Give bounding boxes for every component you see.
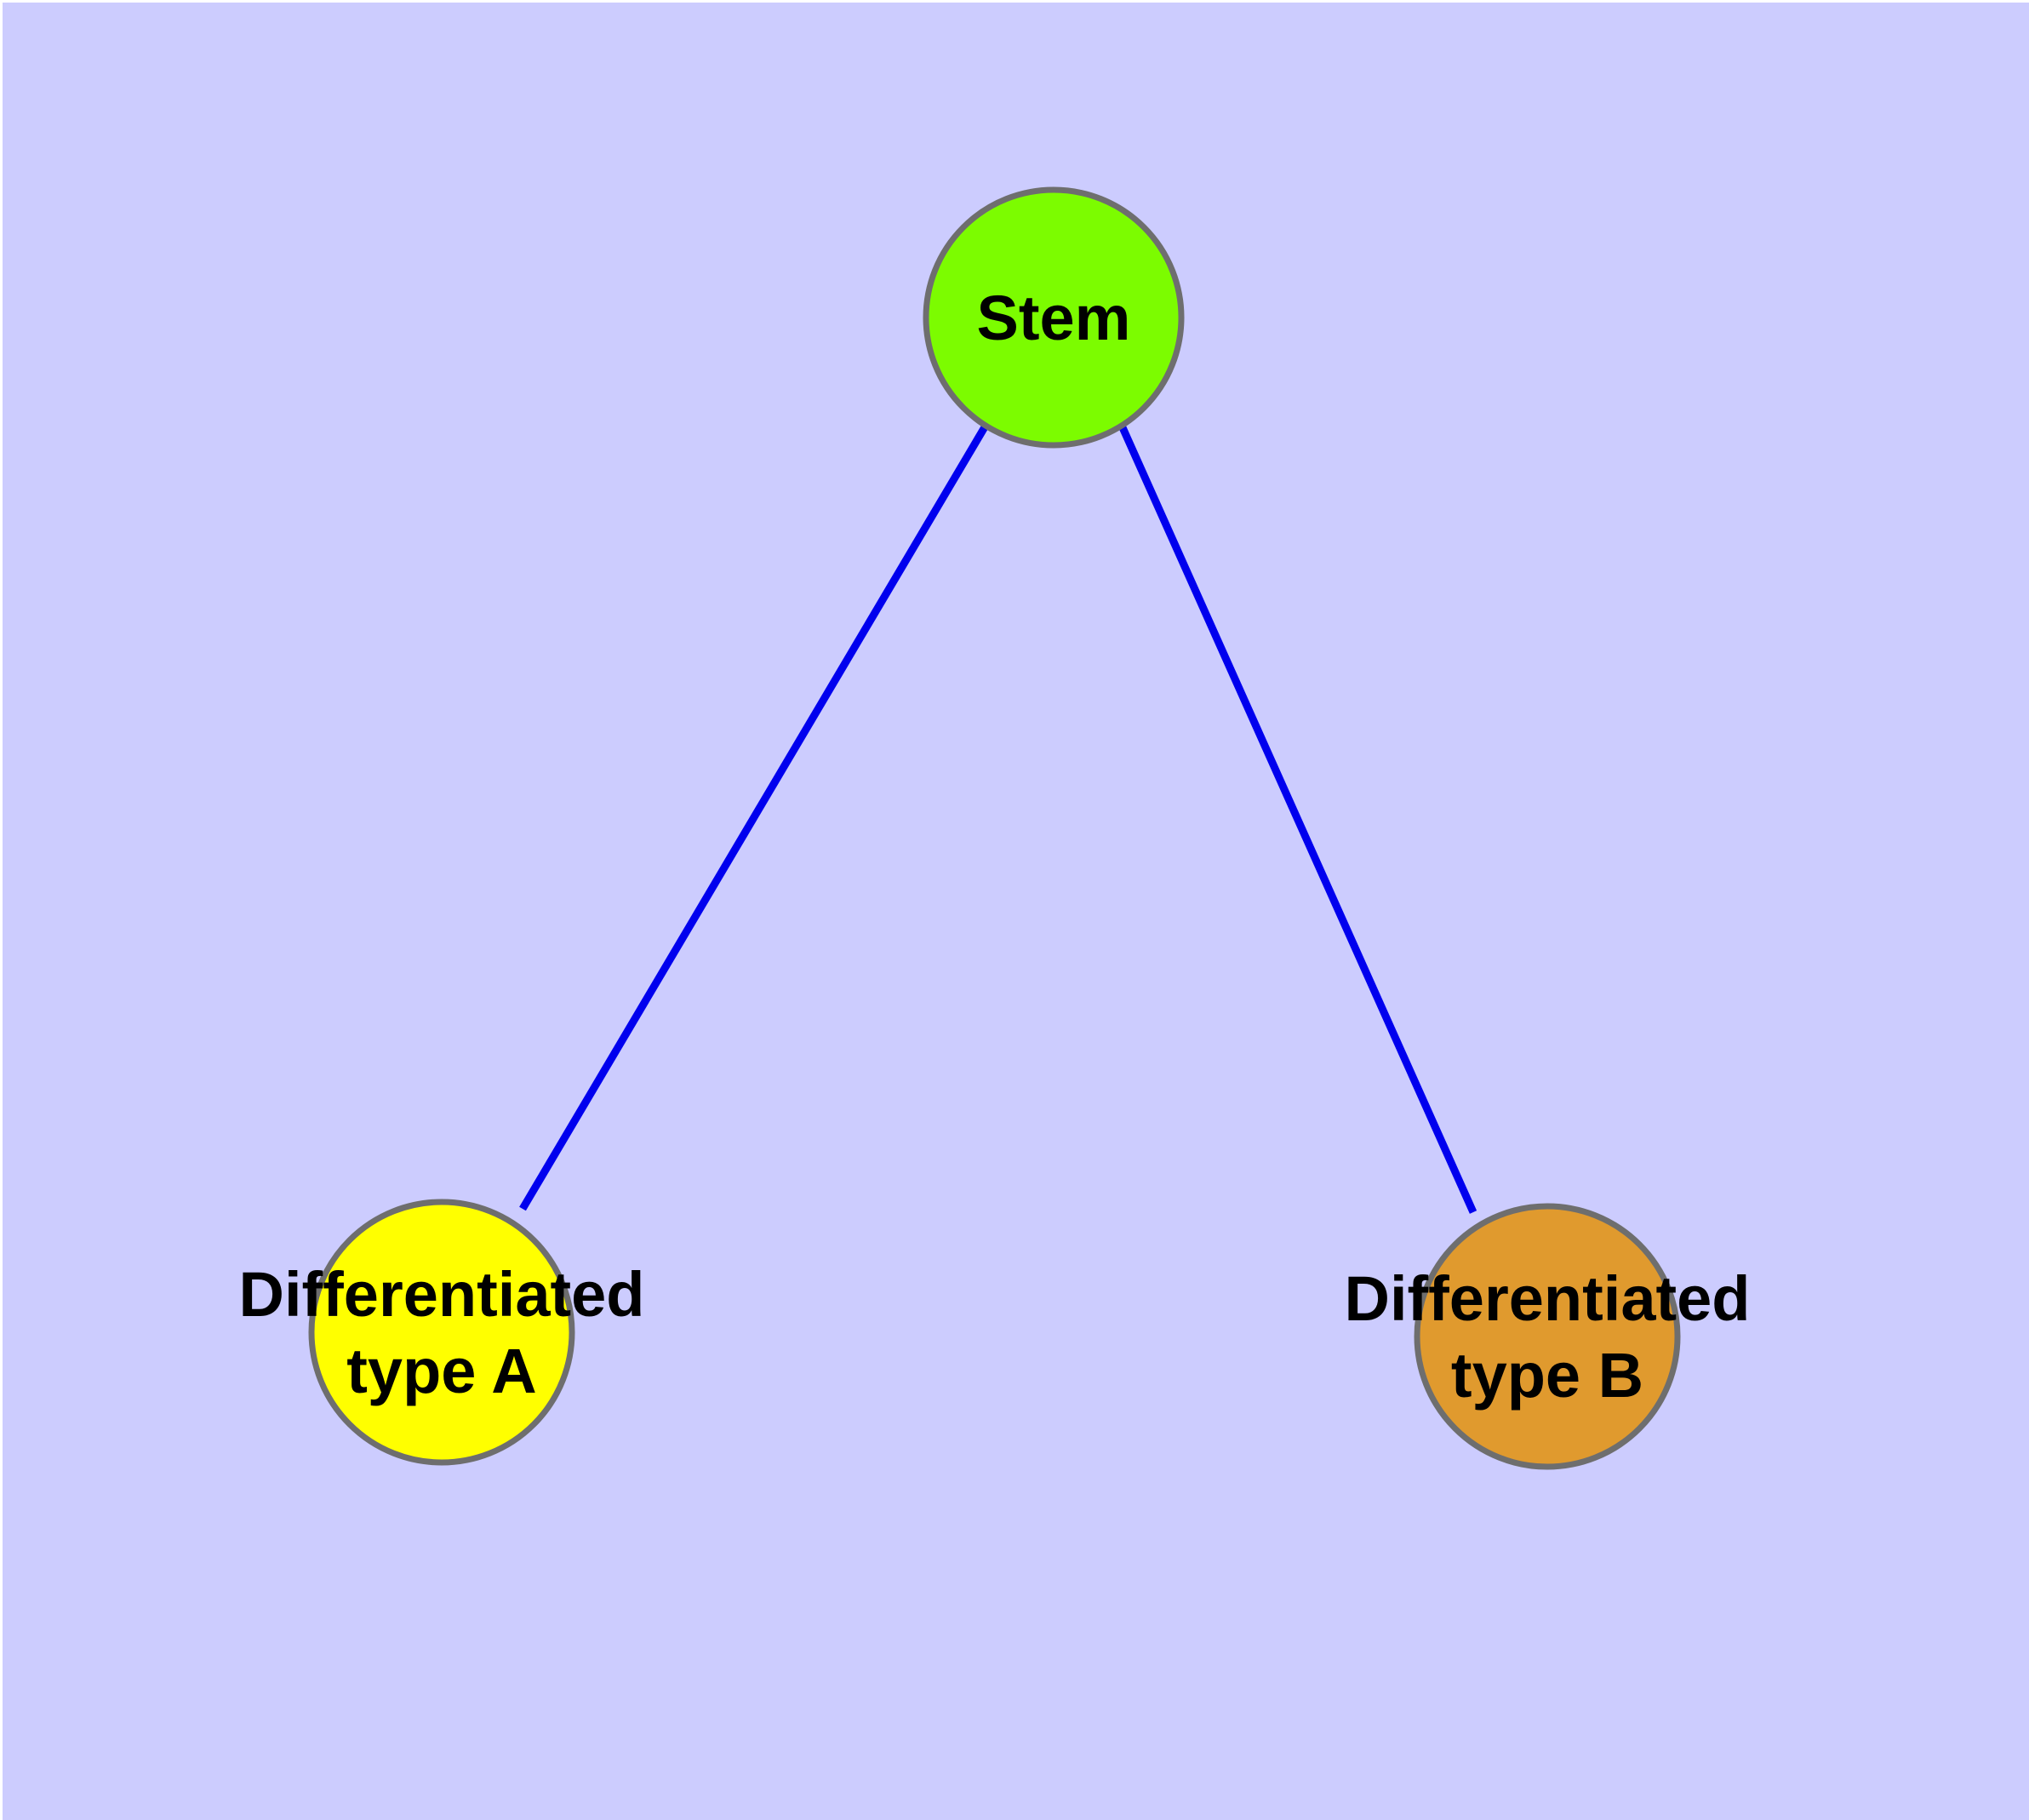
node-label-line: type B [1451, 1340, 1643, 1411]
node-label-line: Differentiated [1345, 1262, 1751, 1333]
node-circle-diff_a[interactable] [308, 1199, 575, 1466]
node-label-line: type A [346, 1336, 536, 1406]
node-label-line: Differentiated [239, 1258, 645, 1329]
node-stem[interactable]: Stem [923, 186, 1185, 449]
node-circle-diff_b[interactable] [1414, 1203, 1681, 1470]
edge-stem-diff-a[interactable] [519, 423, 989, 1211]
node-label-line: Stem [977, 283, 1131, 353]
node-label-stem: Stem [977, 283, 1131, 353]
node-circle-stem[interactable] [923, 186, 1185, 449]
edges-layer [519, 423, 1477, 1214]
edge-stem-diff-b[interactable] [1117, 424, 1477, 1214]
